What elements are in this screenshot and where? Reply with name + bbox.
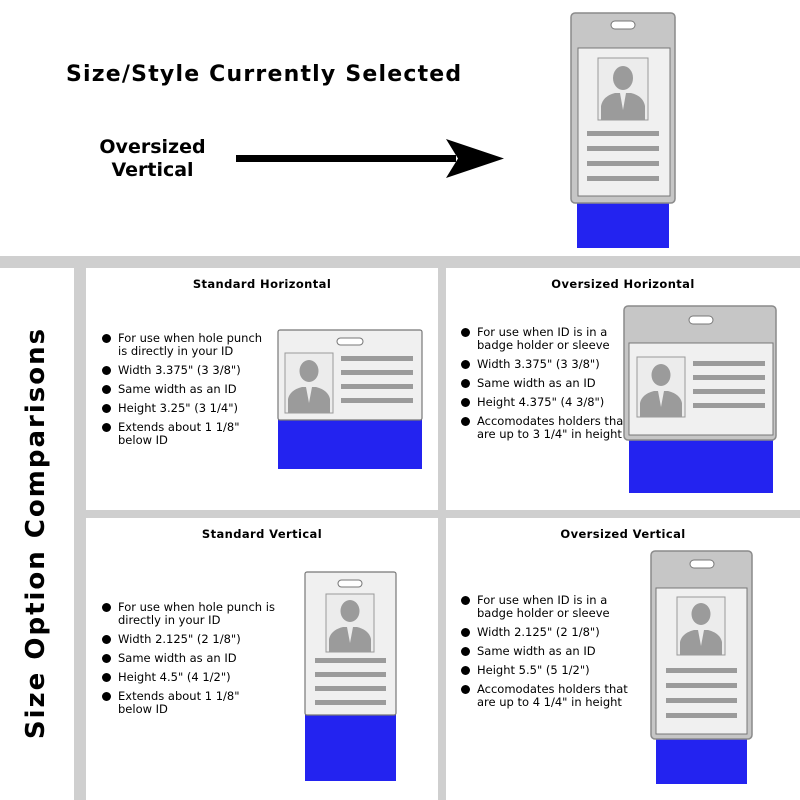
- list-item: For use when hole punch is directly in y…: [102, 601, 277, 627]
- list-item: Same width as an ID: [102, 383, 272, 396]
- panel-title: Oversized Vertical: [560, 527, 686, 541]
- feature-list: For use when hole punch is directly in y…: [102, 601, 277, 722]
- badge-illustration: [304, 571, 397, 781]
- panel-oversized-horizontal: Oversized Horizontal For use when ID is …: [446, 268, 800, 510]
- list-item: For use when ID is in a badge holder or …: [461, 326, 631, 352]
- list-item: Same width as an ID: [461, 645, 636, 658]
- divider-vertical-middle: [438, 268, 446, 800]
- selected-badge-illustration: [570, 12, 676, 248]
- list-item: Accomodates holders that are up to 3 1/4…: [461, 415, 631, 441]
- list-item: Height 4.375" (4 3/8"): [461, 396, 631, 409]
- list-item: Width 3.375" (3 3/8"): [102, 364, 272, 377]
- list-item: Height 4.5" (4 1/2"): [102, 671, 277, 684]
- list-item: Extends about 1 1/8" below ID: [102, 421, 272, 447]
- slot-hole: [689, 559, 715, 569]
- divider-horizontal: [0, 256, 800, 268]
- feature-list: For use when hole punch is directly in y…: [102, 332, 272, 453]
- list-item: Same width as an ID: [102, 652, 277, 665]
- feature-list: For use when ID is in a badge holder or …: [461, 594, 636, 715]
- slot-hole: [336, 337, 364, 346]
- panel-title: Standard Horizontal: [192, 277, 332, 291]
- header-title: Size/Style Currently Selected: [66, 62, 463, 87]
- panel-title: Standard Vertical: [201, 527, 323, 541]
- slot-hole: [610, 20, 636, 30]
- panel-oversized-vertical: Oversized Vertical For use when ID is in…: [446, 518, 800, 800]
- selected-option-line1: Oversized: [99, 136, 206, 158]
- selected-option-label: Oversized Vertical: [70, 136, 235, 182]
- divider-vertical-left: [74, 268, 86, 800]
- strap: [577, 196, 669, 248]
- list-item: Width 2.125" (2 1/8"): [461, 626, 636, 639]
- list-item: Height 5.5" (5 1/2"): [461, 664, 636, 677]
- panel-standard-vertical: Standard Vertical For use when hole punc…: [86, 518, 438, 800]
- list-item: Height 3.25" (3 1/4"): [102, 402, 272, 415]
- slot-hole: [688, 315, 714, 325]
- list-item: Same width as an ID: [461, 377, 631, 390]
- panel-standard-horizontal: Standard Horizontal For use when hole pu…: [86, 268, 438, 510]
- strap: [278, 413, 422, 469]
- feature-list: For use when ID is in a badge holder or …: [461, 326, 631, 447]
- divider-horizontal-middle: [86, 510, 800, 518]
- strap: [629, 433, 773, 493]
- badge-illustration: [623, 305, 777, 493]
- badge-illustration: [277, 329, 423, 469]
- list-item: For use when ID is in a badge holder or …: [461, 594, 636, 620]
- strap: [305, 711, 396, 781]
- side-title: Size Option Comparisons: [21, 326, 51, 740]
- person-silhouette-icon: [680, 603, 722, 655]
- list-item: For use when hole punch is directly in y…: [102, 332, 272, 358]
- list-item: Width 2.125" (2 1/8"): [102, 633, 277, 646]
- panel-title: Oversized Horizontal: [551, 277, 695, 291]
- list-item: Width 3.375" (3 3/8"): [461, 358, 631, 371]
- strap: [656, 734, 747, 784]
- arrow-right-icon: [236, 139, 504, 178]
- list-item: Accomodates holders that are up to 4 1/4…: [461, 683, 636, 709]
- list-item: Extends about 1 1/8" below ID: [102, 690, 277, 716]
- badge-illustration: [650, 550, 753, 784]
- selected-option-line2: Vertical: [111, 159, 194, 181]
- slot-hole: [337, 579, 363, 588]
